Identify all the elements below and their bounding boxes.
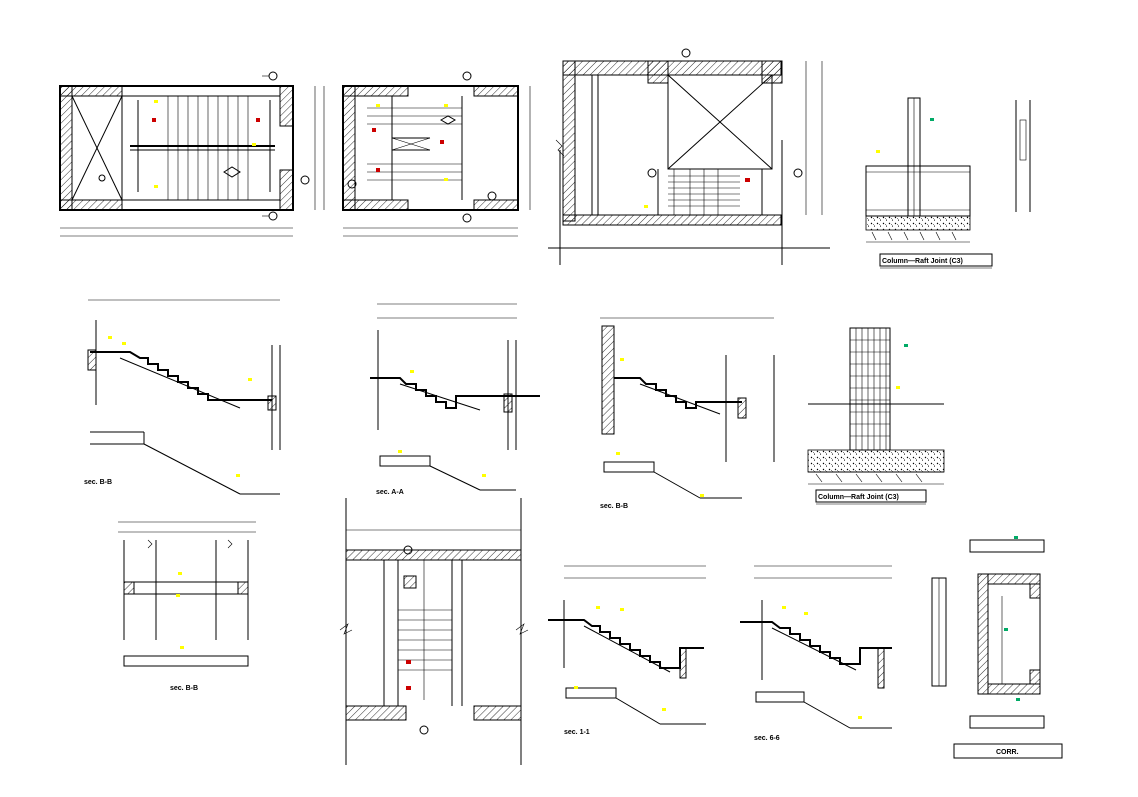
column-raft-joint-mid: Column—Raft Joint (C3) xyxy=(807,327,945,505)
title-sec-b-b-left: sec. B-B xyxy=(84,479,112,486)
title-sec-b-b-right: sec. B-B xyxy=(600,503,628,510)
stair-plan-3 xyxy=(548,48,830,265)
section-b-b-left: sec. B-B xyxy=(84,299,281,495)
stair-plan-4 xyxy=(339,498,529,765)
title-column-raft-mid: Column—Raft Joint (C3) xyxy=(818,494,899,501)
title-corr: CORR. xyxy=(996,749,1019,756)
title-column-raft-top: Column—Raft Joint (C3) xyxy=(882,258,963,265)
section-a-a: sec. A-A xyxy=(370,303,540,496)
title-sec-b-b-bottom: sec. B-B xyxy=(170,685,198,692)
section-b-b-right: sec. B-B xyxy=(600,317,775,510)
title-sec-1-1: sec. 1-1 xyxy=(564,729,590,736)
title-sec-6-6: sec. 6-6 xyxy=(754,735,780,742)
stair-plan-2 xyxy=(342,71,531,237)
section-6-6: sec. 6-6 xyxy=(740,565,892,742)
section-b-b-bottom: sec. B-B xyxy=(118,521,256,692)
stair-plan-1 xyxy=(59,71,325,237)
title-sec-a-a: sec. A-A xyxy=(376,489,404,496)
section-1-1: sec. 1-1 xyxy=(548,565,706,736)
column-raft-joint-top xyxy=(865,97,1031,269)
corridor-detail: CORR. xyxy=(931,536,1063,759)
